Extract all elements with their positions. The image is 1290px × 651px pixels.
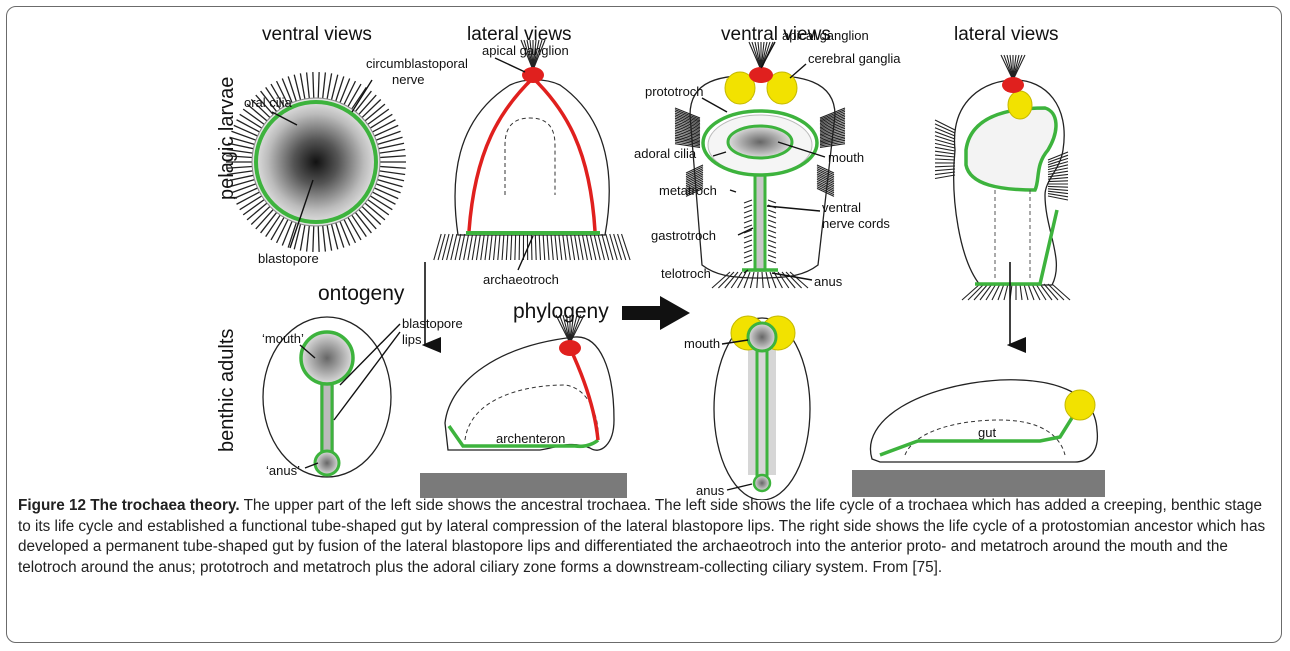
label-cerebral-ganglia: cerebral ganglia bbox=[808, 51, 901, 66]
caption-title: Figure 12 The trochaea theory. bbox=[18, 497, 240, 514]
substrate-right bbox=[852, 470, 1105, 497]
substrate-left bbox=[420, 473, 627, 498]
label-circumblastoporal: circumblastoporal bbox=[366, 56, 468, 71]
label-apical-ganglion-left: apical ganglion bbox=[482, 43, 569, 58]
leader-apical-ganglion-left bbox=[495, 58, 525, 72]
label-gut: gut bbox=[978, 425, 996, 440]
header-left-lateral: lateral views bbox=[467, 24, 572, 45]
label-telotroch: telotroch bbox=[661, 266, 711, 281]
larva-ventral-right bbox=[675, 42, 845, 288]
label-anus-quoted: ‘anus’ bbox=[266, 463, 300, 478]
header-left-ventral: ventral views bbox=[262, 24, 372, 45]
label-metatroch: metatroch bbox=[659, 183, 717, 198]
label-blastopore-lips: blastopore bbox=[402, 316, 463, 331]
leader-cerebral-ganglia bbox=[790, 64, 806, 78]
label-mouth-upper: mouth bbox=[828, 150, 864, 165]
label-apical-ganglion-right: apical ganglion bbox=[782, 28, 869, 43]
label-mouth-lower: mouth bbox=[684, 336, 720, 351]
label-ontogeny: ontogeny bbox=[318, 282, 405, 305]
larva-lateral-left bbox=[434, 40, 630, 260]
trochaea-diagram: ventral views lateral views ventral view… bbox=[0, 0, 1290, 500]
leader-archaeotroch bbox=[518, 236, 533, 270]
leader-circumblastoporal bbox=[352, 80, 372, 112]
phylogeny-arrow bbox=[622, 296, 690, 330]
label-gastrotroch: gastrotroch bbox=[651, 228, 716, 243]
label-blastopore-lips-2: lips bbox=[402, 332, 422, 347]
label-anus-upper: anus bbox=[814, 274, 843, 289]
label-oral-cilia: oral cilia bbox=[244, 95, 292, 110]
header-right-lateral: lateral views bbox=[954, 24, 1059, 45]
label-prototroch: prototroch bbox=[645, 84, 704, 99]
label-archenteron: archenteron bbox=[496, 431, 565, 446]
label-nerve-cords: nerve cords bbox=[822, 216, 890, 231]
label-adoral-cilia: adoral cilia bbox=[634, 146, 697, 161]
larva-lateral-right bbox=[935, 55, 1070, 300]
label-mouth-quoted: ‘mouth’ bbox=[262, 331, 304, 346]
row-label-benthic-adults: benthic adults bbox=[216, 329, 238, 452]
label-circumblastoporal-nerve: nerve bbox=[392, 72, 425, 87]
label-ventral: ventral bbox=[822, 200, 861, 215]
label-phylogeny: phylogeny bbox=[513, 300, 609, 323]
figure-caption: Figure 12 The trochaea theory. The upper… bbox=[18, 496, 1272, 578]
label-blastopore: blastopore bbox=[258, 251, 319, 266]
label-archaeotroch: archaeotroch bbox=[483, 272, 559, 287]
adult-lateral-left bbox=[420, 315, 627, 498]
